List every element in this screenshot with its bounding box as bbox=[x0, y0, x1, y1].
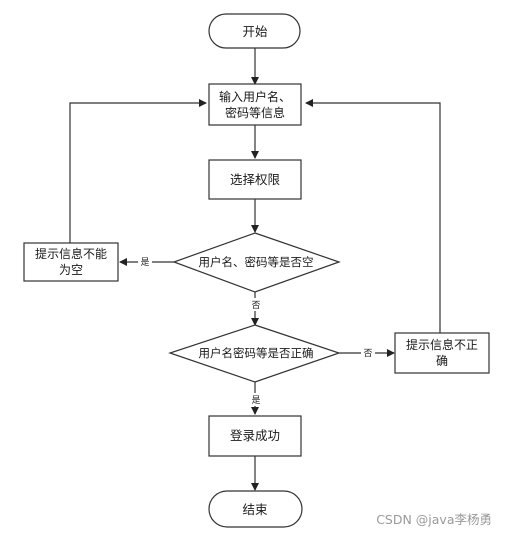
watermark: CSDN @java李杨勇 bbox=[376, 512, 492, 527]
edge-prompt-incorrect-back bbox=[305, 99, 441, 333]
node-input-line-1: 输入用户名、 bbox=[219, 89, 291, 104]
node-prompt-empty: 提示信息不能 为空 bbox=[23, 242, 119, 282]
node-prompt-empty-line-1: 提示信息不能 bbox=[35, 246, 107, 261]
node-check-empty-label: 用户名、密码等是否空 bbox=[199, 255, 314, 269]
node-input: 输入用户名、 密码等信息 bbox=[208, 83, 302, 126]
node-prompt-incorrect: 提示信息不正 确 bbox=[394, 332, 490, 374]
node-prompt-incorrect-line-2: 确 bbox=[436, 354, 448, 368]
node-check-correct: 用户名密码等是否正确 bbox=[168, 324, 341, 383]
node-check-correct-label: 用户名密码等是否正确 bbox=[199, 346, 314, 360]
edge-label-no-correct: 否 bbox=[363, 348, 372, 359]
node-login-success: 登录成功 bbox=[208, 415, 302, 457]
node-end: 结束 bbox=[208, 490, 303, 528]
node-input-line-2: 密码等信息 bbox=[225, 105, 285, 120]
edge-label-yes-correct: 是 bbox=[251, 395, 260, 406]
edge-label-yes-empty: 是 bbox=[140, 257, 149, 268]
edge-labels: 是 否 否 是 bbox=[138, 255, 375, 406]
edge-label-no-empty: 否 bbox=[251, 300, 260, 311]
node-login-success-label: 登录成功 bbox=[230, 428, 280, 443]
node-select-permission: 选择权限 bbox=[208, 159, 302, 200]
node-end-label: 结束 bbox=[242, 502, 268, 517]
node-select-permission-label: 选择权限 bbox=[230, 172, 281, 187]
node-start-label: 开始 bbox=[242, 24, 268, 39]
node-prompt-incorrect-line-1: 提示信息不正 bbox=[406, 337, 478, 352]
node-start: 开始 bbox=[208, 13, 301, 49]
node-check-empty: 用户名、密码等是否空 bbox=[172, 232, 341, 293]
node-prompt-empty-line-2: 为空 bbox=[59, 263, 83, 277]
edge-prompt-empty-back bbox=[69, 99, 207, 243]
